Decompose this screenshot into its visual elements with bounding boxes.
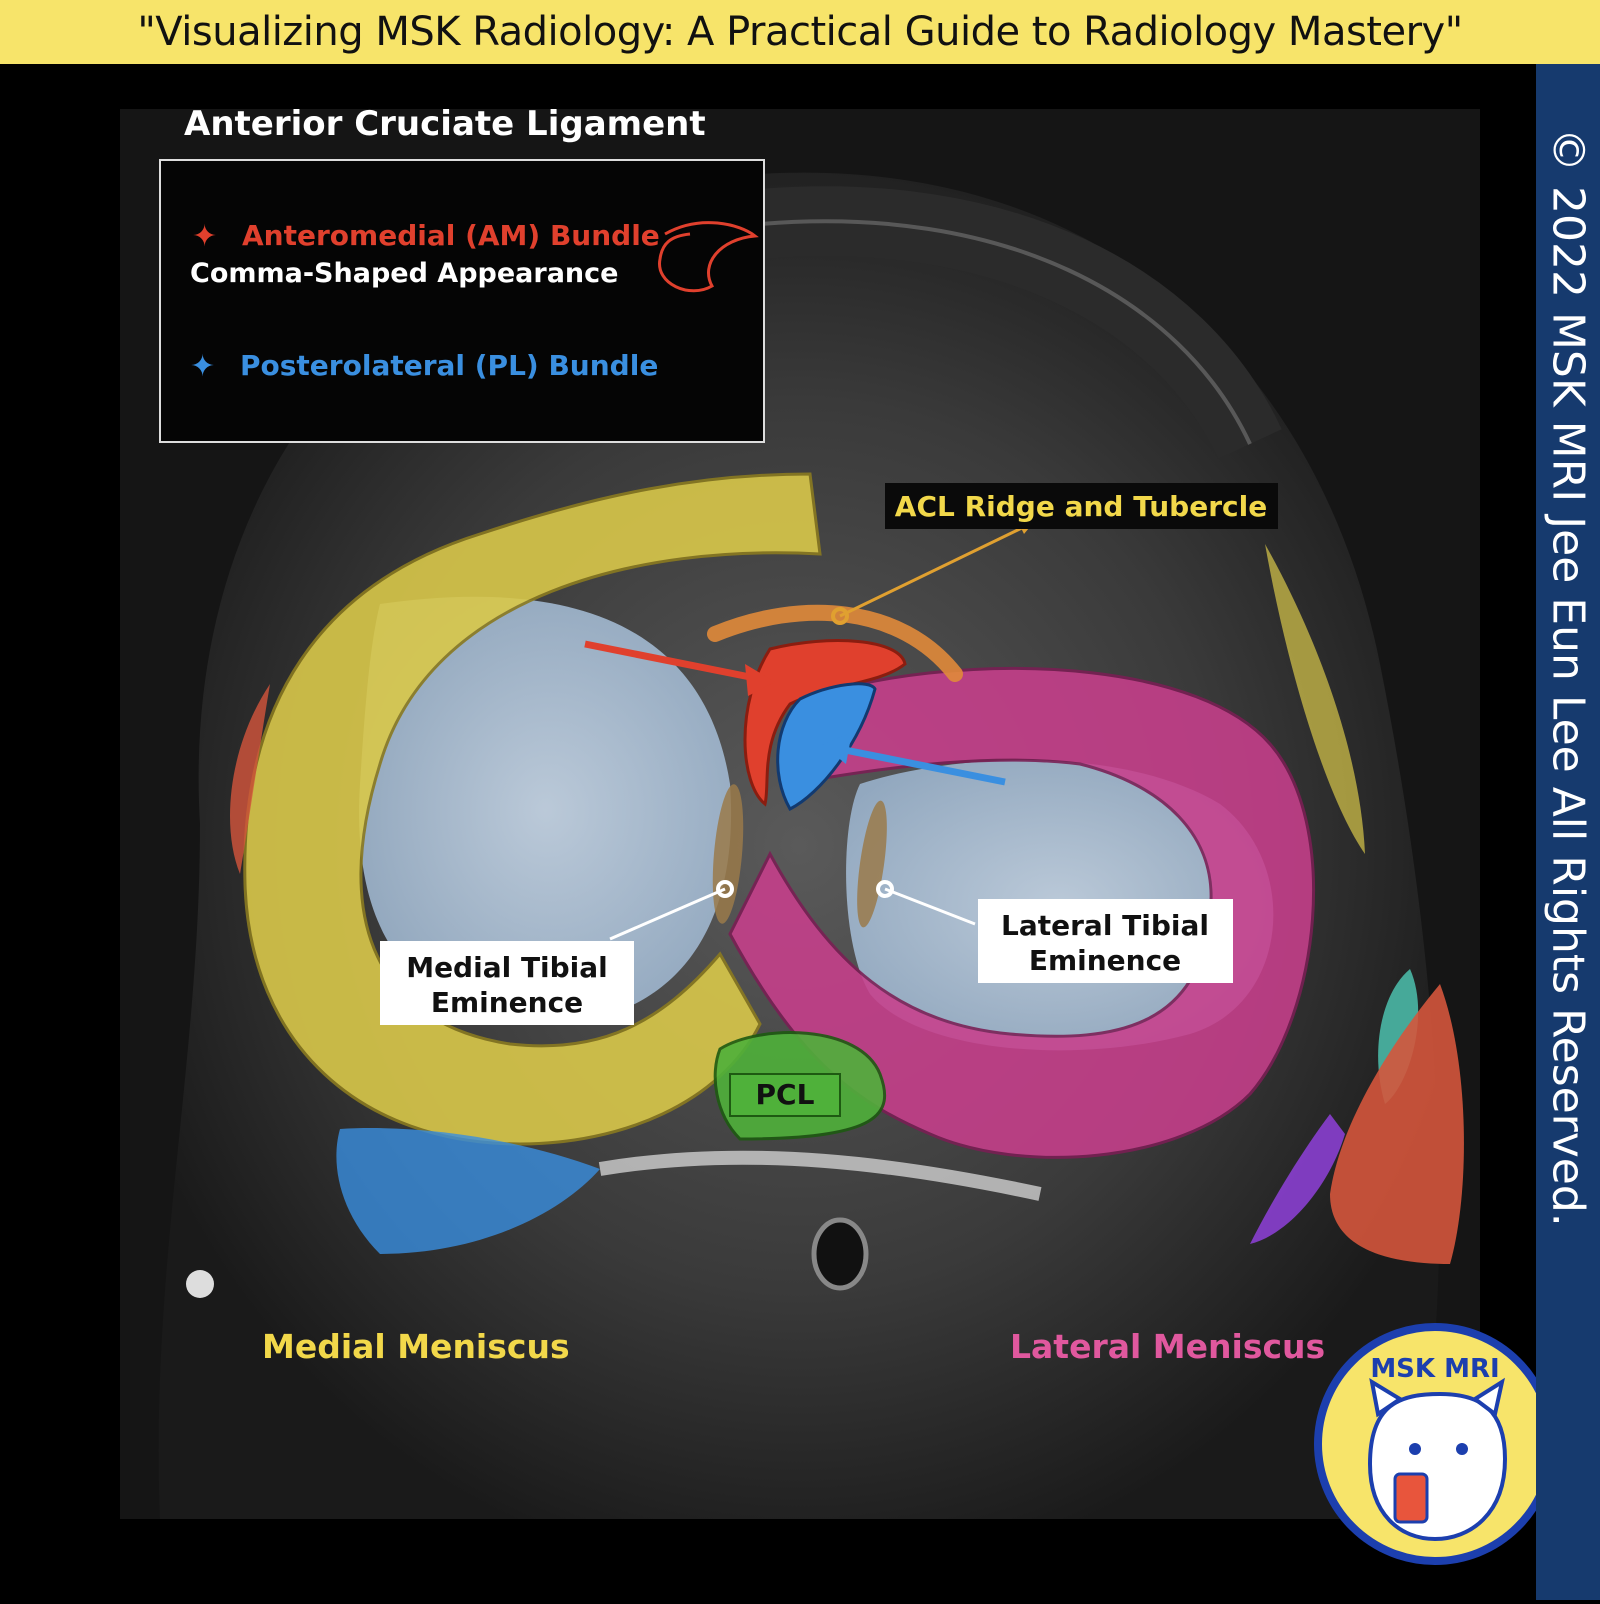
lateral-eminence-pointer: [884, 887, 976, 926]
popliteal-vessel: [811, 1217, 869, 1291]
medial-eminence-label-line2: Eminence: [431, 986, 583, 1019]
lateral-meniscus: [728, 666, 1316, 1159]
lateral-eminence-label-line2: Eminence: [1029, 944, 1181, 977]
copyright-text: © 2022 MSK MRI Jee Eun Lee All Rights Re…: [1542, 128, 1594, 1227]
mri-diagram: PCL Anterior Cruciate Ligament ✦ Anterom…: [0, 64, 1556, 1600]
legend-heading: Anterior Cruciate Ligament: [184, 104, 706, 144]
medial-eminence-pointer: [609, 887, 726, 941]
am-bundle: [743, 639, 907, 807]
lateral-meniscus-label: Lateral Meniscus: [1010, 1327, 1325, 1366]
title-banner: "Visualizing MSK Radiology: A Practical …: [0, 0, 1600, 64]
medial-structure-red: [230, 684, 270, 874]
medial-tibial-eminence: [712, 784, 744, 924]
lateral-eminence-label-box: [978, 899, 1233, 983]
am-arrow: [584, 640, 761, 683]
purple-tendon: [1250, 1114, 1345, 1244]
pcl-label-box: [729, 1073, 841, 1117]
medial-eminence-label-line1: Medial Tibial: [406, 951, 608, 984]
am-star-icon: ✦: [192, 219, 217, 254]
lateral-tibial-eminence: [857, 800, 887, 928]
am-note-label: Comma-Shaped Appearance: [190, 258, 618, 289]
copyright-bar: [1536, 64, 1600, 1600]
acl-ridge-label: ACL Ridge and Tubercle: [895, 490, 1267, 523]
legend-box: [159, 159, 765, 443]
medial-meniscus-label: Medial Meniscus: [262, 1327, 570, 1366]
cat-mascot-icon: [1367, 1391, 1508, 1542]
banner-title: "Visualizing MSK Radiology: A Practical …: [137, 9, 1463, 55]
pl-bundle-label: Posterolateral (PL) Bundle: [240, 349, 658, 382]
logo-text: MSK MRI: [1370, 1354, 1499, 1384]
pl-star-icon: ✦: [190, 349, 215, 384]
comma-shape-icon: [658, 221, 759, 293]
acl-ridge-label-box: [885, 483, 1278, 529]
medial-eminence-label-box: [380, 941, 634, 1025]
lateral-eminence-label-line1: Lateral Tibial: [1001, 909, 1209, 942]
posterior-capsule: [598, 1150, 1042, 1201]
lateral-structure-yellow: [1265, 544, 1365, 854]
medial-tibial-plateau: [359, 596, 732, 1024]
pcl-label: PCL: [756, 1078, 815, 1111]
medial-posterior-blue: [336, 1128, 600, 1254]
pl-arrow: [839, 745, 1006, 786]
am-bundle-label: Anteromedial (AM) Bundle: [242, 219, 660, 252]
msk-mri-logo: MSK MRI: [1314, 1323, 1556, 1565]
lateral-muscle-red: [1330, 984, 1464, 1264]
phone-icon: [1393, 1472, 1429, 1524]
acl-ridge-pointer: [839, 522, 1031, 618]
vessel-dot: [186, 1270, 214, 1298]
